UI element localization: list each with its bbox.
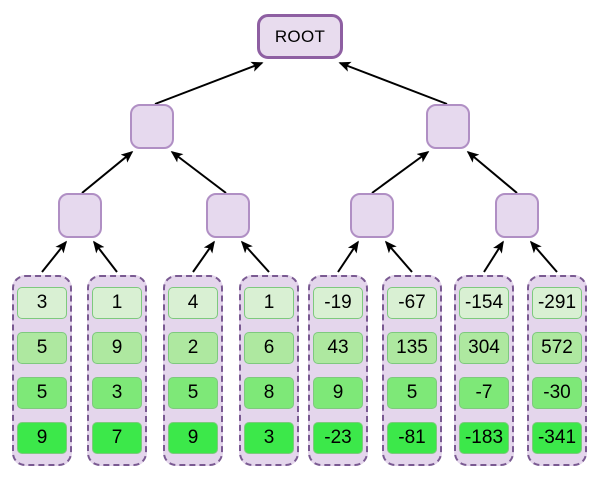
leaf-cell[interactable]: 8 (244, 377, 294, 409)
leaf-cell[interactable]: 9 (168, 422, 218, 454)
leaf-column-1[interactable]: 3 5 5 9 (12, 275, 72, 466)
leaf-cell[interactable]: 9 (92, 332, 142, 364)
leaf-column-3[interactable]: 4 2 5 9 (163, 275, 223, 466)
leaf-cell[interactable]: -291 (532, 287, 582, 319)
internal-node-l2-4[interactable] (495, 193, 539, 238)
leaf-cell[interactable]: 9 (17, 422, 67, 454)
leaf-cell[interactable]: 572 (532, 332, 582, 364)
internal-node-l2-1[interactable] (58, 193, 102, 238)
internal-node-l1-left[interactable] (130, 104, 174, 149)
leaf-cell[interactable]: 3 (244, 422, 294, 454)
leaf-cell[interactable]: -341 (532, 422, 582, 454)
edge-leaf1-to-l2n1 (41, 240, 67, 273)
leaf-cell[interactable]: 5 (17, 332, 67, 364)
root-node-label: ROOT (274, 26, 326, 46)
internal-node-l1-right[interactable] (426, 104, 470, 149)
leaf-column-8[interactable]: -291 572 -30 -341 (527, 275, 587, 466)
leaf-cell[interactable]: -23 (313, 422, 363, 454)
leaf-cell[interactable]: 5 (17, 377, 67, 409)
leaf-cell[interactable]: 1 (244, 287, 294, 319)
leaf-cell[interactable]: 5 (387, 377, 437, 409)
leaf-cell[interactable]: 9 (313, 377, 363, 409)
leaf-cell[interactable]: 43 (313, 332, 363, 364)
leaf-cell[interactable]: 3 (17, 287, 67, 319)
edge-leaf2-to-l2n1 (93, 240, 118, 273)
leaf-cell[interactable]: -154 (459, 287, 509, 319)
root-node[interactable]: ROOT (257, 14, 343, 59)
leaf-column-7[interactable]: -154 304 -7 -183 (454, 275, 514, 466)
edge-l2n2-to-l1left (170, 151, 227, 194)
leaf-cell[interactable]: -81 (387, 422, 437, 454)
leaf-cell[interactable]: 2 (168, 332, 218, 364)
leaf-column-5[interactable]: -19 43 9 -23 (308, 275, 368, 466)
edge-l2n1-to-l1left (81, 150, 134, 194)
leaf-column-6[interactable]: -67 135 5 -81 (382, 275, 442, 466)
leaf-cell[interactable]: -19 (313, 287, 363, 319)
edge-leaf6-to-l2n3 (384, 240, 413, 273)
leaf-cell[interactable]: -30 (532, 377, 582, 409)
edge-leaf3-to-l2n2 (192, 240, 215, 273)
leaf-cell[interactable]: -7 (459, 377, 509, 409)
internal-node-l2-3[interactable] (350, 193, 394, 238)
leaf-cell[interactable]: -183 (459, 422, 509, 454)
edge-leaf4-to-l2n2 (240, 240, 270, 273)
leaf-cell[interactable]: 5 (168, 377, 218, 409)
leaf-cell[interactable]: -67 (387, 287, 437, 319)
edge-l1left-to-root (154, 61, 264, 105)
edge-l2n4-to-l1right (466, 150, 518, 194)
leaf-cell[interactable]: 6 (244, 332, 294, 364)
edge-leaf8-to-l2n4 (529, 240, 558, 273)
internal-node-l2-2[interactable] (206, 193, 250, 238)
edge-leaf5-to-l2n3 (337, 240, 359, 273)
leaf-cell[interactable]: 135 (387, 332, 437, 364)
leaf-cell[interactable]: 4 (168, 287, 218, 319)
edge-l1right-to-root (338, 61, 448, 105)
leaf-cell[interactable]: 3 (92, 377, 142, 409)
leaf-cell[interactable]: 7 (92, 422, 142, 454)
leaf-cell[interactable]: 1 (92, 287, 142, 319)
leaf-cell[interactable]: 304 (459, 332, 509, 364)
edge-leaf7-to-l2n4 (483, 240, 504, 273)
edge-l2n3-to-l1right (371, 151, 430, 194)
